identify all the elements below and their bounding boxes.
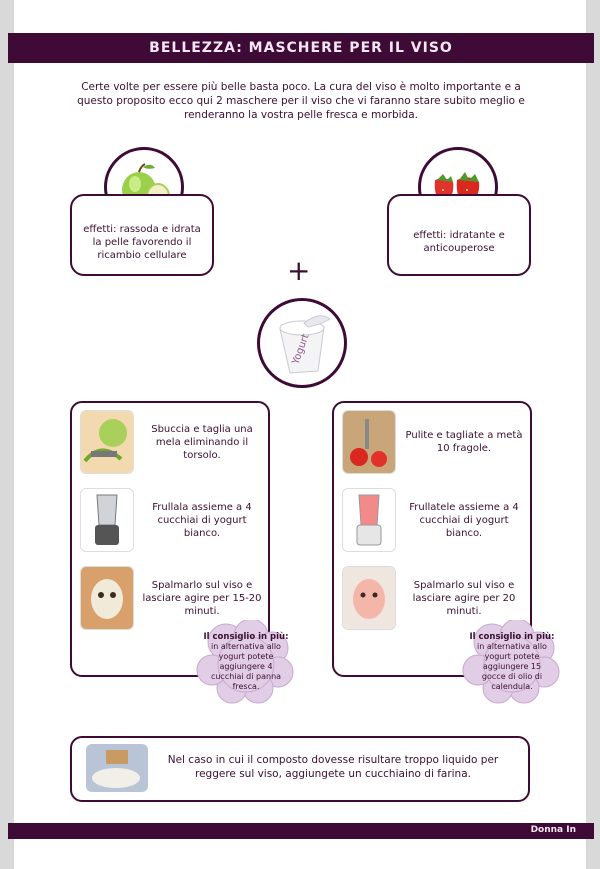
strawberry-step-2-text: Frullatele assieme a 4 cucchiai di yogur… [409,501,519,539]
flour-photo [86,744,148,792]
header-bar: BELLEZZA: MASCHERE PER IL VISO [8,33,594,63]
strawberry-effects-text: effetti: idratante e anticouperose [413,230,505,254]
flour-note-box: Nel caso in cui il composto dovesse risu… [70,736,530,802]
footer-brand: Donna In [530,825,576,835]
apple-tip-text: in alternativa allo yogurt potete aggiun… [210,642,282,691]
apple-tip-title: Il consiglio in più: [203,632,289,642]
apple-step-2: Frullala assieme a 4 cucchiai di yogurt … [80,488,265,552]
page-title: BELLEZZA: MASCHERE PER IL VISO [149,40,453,56]
strawberry-step-3: Spalmarlo sul viso e lasciare agire per … [342,566,527,630]
footer-bar: Donna In [8,823,594,839]
intro-paragraph: Certe volte per essere più belle basta p… [77,81,525,121]
strawberry-tip-text: in alternativa allo yogurt potete aggiun… [477,642,547,691]
strawberry-step-3-text: Spalmarlo sul viso e lasciare agire per … [412,579,516,617]
plus-sign: + [287,254,311,287]
strawberry-tip-title: Il consiglio in più: [469,632,555,642]
flour-note-text: Nel caso in cui il composto dovesse risu… [167,754,499,780]
apple-effects-text: effetti: rassoda e idrata la pelle favor… [83,223,201,261]
apple-step-2-text: Frullala assieme a 4 cucchiai di yogurt … [152,501,252,539]
blender-photo [80,488,134,552]
right-margin-strip [586,0,600,869]
apple-effects-box: effetti: rassoda e idrata la pelle favor… [70,194,214,276]
strawberry-blender-photo [342,488,396,552]
apple-step-3: Spalmarlo sul viso e lasciare agire per … [80,566,265,630]
strawberry-tip-cloud: Il consiglio in più: in alternativa allo… [462,618,562,704]
strawberry-step-2: Frullatele assieme a 4 cucchiai di yogur… [342,488,527,552]
strawberry-step-1-text: Pulite e tagliate a metà 10 fragole. [405,430,523,454]
strawberry-effects-box: effetti: idratante e anticouperose [387,194,531,276]
apple-step-1-text: Sbuccia e taglia una mela eliminando il … [151,423,253,461]
apple-slicing-photo [80,410,134,474]
apple-step-1: Sbuccia e taglia una mela eliminando il … [80,410,265,474]
pink-mask-face-photo [342,566,396,630]
apple-tip-text-group: Il consiglio in più: in alternativa allo… [196,620,296,704]
left-margin-strip [0,0,14,869]
mask-face-photo [80,566,134,630]
strawberry-tip-text-group: Il consiglio in più: in alternativa allo… [462,620,562,704]
yogurt-image: Yogurt [257,298,347,388]
apple-tip-cloud: Il consiglio in più: in alternativa allo… [196,618,296,704]
apple-step-3-text: Spalmarlo sul viso e lasciare agire per … [142,579,262,617]
strawberry-step-1: Pulite e tagliate a metà 10 fragole. [342,410,527,474]
strawberry-cutting-photo [342,410,396,474]
